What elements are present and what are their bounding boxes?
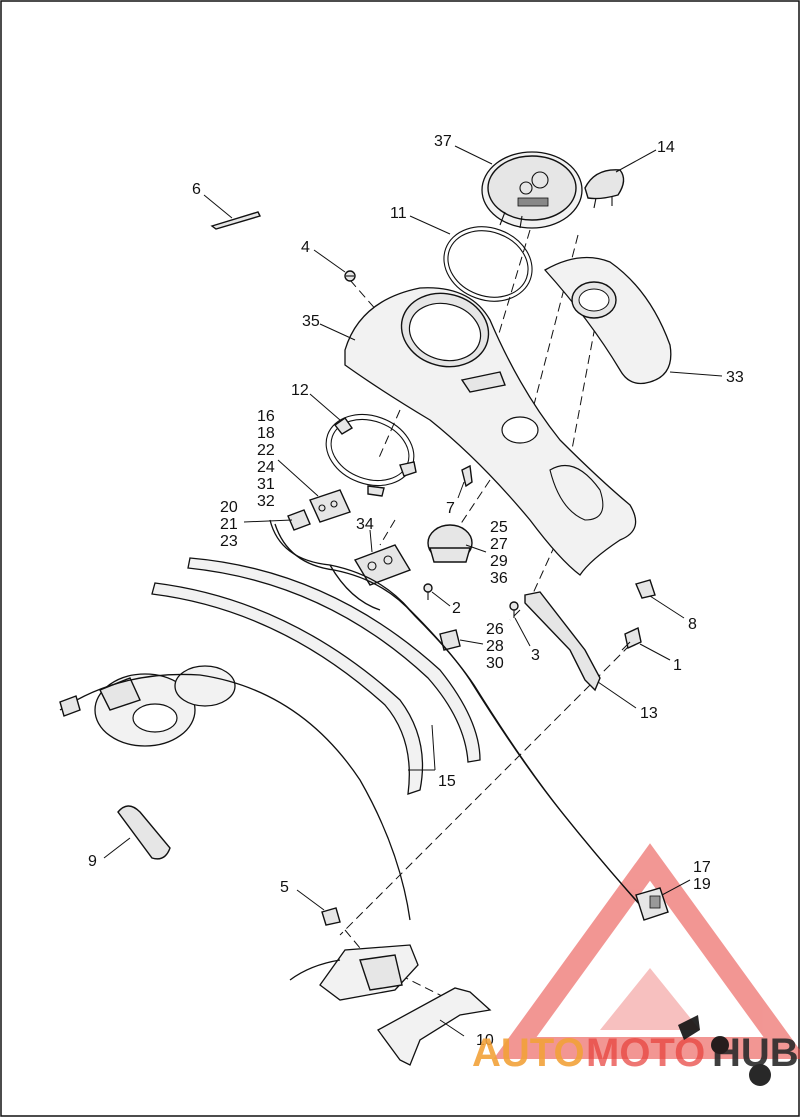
trim-strips — [151, 557, 481, 795]
clip — [461, 464, 473, 488]
label-26: 26 — [486, 621, 504, 638]
label-6: 6 — [192, 181, 201, 198]
label-11: 11 — [390, 205, 407, 222]
label-21: 21 — [220, 516, 238, 533]
label-12: 12 — [291, 382, 309, 399]
clip-8 — [635, 579, 656, 599]
mount-plate — [289, 944, 419, 1001]
label-22: 22 — [257, 442, 275, 459]
screw-top — [344, 270, 356, 282]
watermark-text: AUTO MOTO HUB — [472, 1015, 799, 1086]
label-36: 36 — [490, 570, 508, 587]
label-32: 32 — [257, 493, 275, 510]
label-28: 28 — [486, 638, 504, 655]
bolt — [621, 626, 642, 651]
label-2: 2 — [452, 600, 461, 617]
gauge-cap — [584, 169, 625, 209]
wiring-harness — [269, 519, 645, 910]
screw-3 — [509, 601, 519, 618]
pin — [210, 211, 261, 230]
label-3: 3 — [531, 647, 540, 664]
label-30: 30 — [486, 655, 504, 672]
label-7: 7 — [446, 500, 455, 517]
motor-unit — [427, 524, 473, 563]
label-37: 37 — [434, 133, 452, 150]
label-24: 24 — [257, 459, 275, 476]
leader-lines — [103, 145, 723, 1037]
label-16: 16 — [257, 408, 275, 425]
label-15: 15 — [438, 773, 456, 790]
connector-small — [287, 509, 311, 531]
watermark-dot-icon-2 — [749, 1064, 771, 1086]
callout-labels: 37 14 6 11 4 35 33 12 16 18 22 24 31 32 … — [88, 133, 744, 1049]
label-34: 34 — [356, 516, 374, 533]
fuel-pump-assembly — [59, 665, 411, 921]
label-8: 8 — [688, 616, 697, 633]
label-4: 4 — [301, 239, 310, 256]
label-13: 13 — [640, 705, 658, 722]
mounting-ring — [325, 413, 417, 497]
bracket — [524, 591, 601, 692]
bracket-10 — [377, 987, 492, 1066]
screw-2 — [423, 583, 433, 600]
label-33: 33 — [726, 369, 744, 386]
watermark-dot-icon — [711, 1036, 729, 1054]
label-9: 9 — [88, 853, 97, 870]
console-housing — [344, 287, 637, 576]
label-35: 35 — [302, 313, 320, 330]
watermark-logo — [493, 843, 800, 1059]
label-17: 17 — [693, 859, 711, 876]
label-25: 25 — [490, 519, 508, 536]
watermark-arrow-icon — [678, 1015, 700, 1040]
label-29: 29 — [490, 553, 508, 570]
label-31: 31 — [257, 476, 275, 493]
label-10: 10 — [476, 1032, 494, 1049]
wiring-connector — [309, 489, 351, 523]
label-27: 27 — [490, 536, 508, 553]
cover-panel — [543, 256, 672, 385]
label-23: 23 — [220, 533, 238, 550]
label-1: 1 — [673, 657, 682, 674]
label-20: 20 — [220, 499, 238, 516]
connector-26 — [439, 629, 461, 651]
harness-connector — [635, 887, 669, 921]
label-19: 19 — [693, 876, 711, 893]
speedometer-gauge — [481, 151, 583, 229]
watermark-auto: AUTO — [472, 1031, 585, 1075]
label-5: 5 — [280, 879, 289, 896]
grip-tube — [117, 805, 171, 860]
gasket-ring — [443, 226, 533, 302]
label-18: 18 — [257, 425, 275, 442]
label-14: 14 — [657, 139, 675, 156]
clip-5 — [321, 907, 341, 926]
